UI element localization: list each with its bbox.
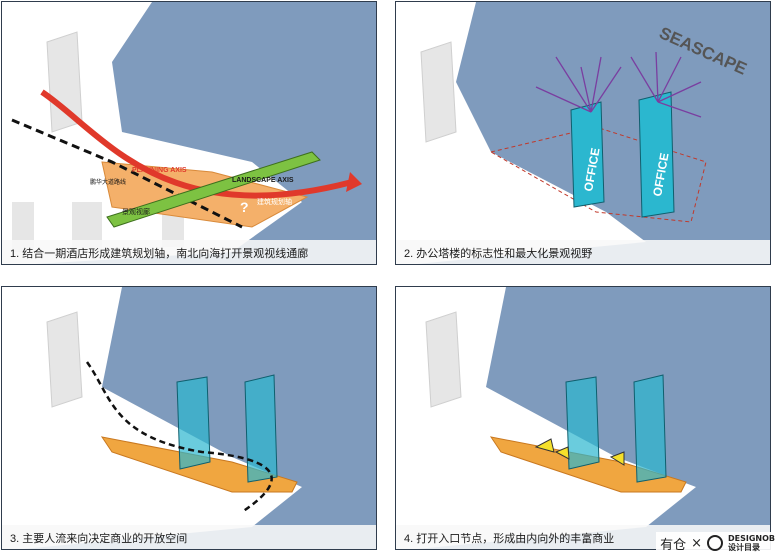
view-lines xyxy=(535,51,702,118)
existing-tower xyxy=(425,311,462,408)
street-route xyxy=(11,118,243,229)
panel-3: 3. 主要人流来向决定商业的开放空间 xyxy=(1,286,377,550)
label-question: ? xyxy=(240,199,249,215)
entry-arrows xyxy=(534,438,625,466)
watermark-text: 有仓 xyxy=(660,537,687,553)
land-mass xyxy=(2,2,302,264)
panel-3-illustration xyxy=(2,287,302,549)
label-seascape: SEASCAPE xyxy=(656,23,749,78)
label-view-corridor: 景观视廊 xyxy=(122,207,150,216)
panel-3-caption: 3. 主要人流来向决定商业的开放空间 xyxy=(2,525,376,549)
landscape-axis-arrow xyxy=(106,151,321,228)
planning-axis-arrowhead xyxy=(346,172,362,192)
panel-4: 4. 打开入口节点，形成由内向外的丰富商业 xyxy=(395,286,771,550)
tower-glass-2 xyxy=(244,374,278,483)
watermark-brand: DESIGNOB 设计目录 xyxy=(728,534,775,552)
panel-4-illustration xyxy=(396,287,696,549)
watermark-brand-line2: 设计目录 xyxy=(727,543,760,552)
panel-2-caption: 2. 办公塔楼的标志性和最大化景观视野 xyxy=(396,240,770,264)
tower-glass-1 xyxy=(565,376,600,470)
pedestrian-flow xyxy=(85,361,273,514)
office-tower-1 xyxy=(570,101,605,208)
label-street: 鹏华大道路线 xyxy=(90,178,126,186)
label-planning-axis-cn: 建筑规划轴 xyxy=(257,197,292,206)
label-landscape-axis: LANDSCAPE AXIS xyxy=(232,177,294,184)
tower-glass-2 xyxy=(633,374,667,483)
watermark: 有仓 × DESIGNOB 设计目录 xyxy=(656,532,779,554)
label-planning-axis: PLANNING AXIS xyxy=(132,167,187,174)
planning-axis-arrow xyxy=(40,89,353,199)
land-mass xyxy=(396,2,646,264)
panel-1-illustration: PLANNING AXIS LANDSCAPE AXIS 景观视廊 建筑规划轴 … xyxy=(2,2,362,264)
existing-tower xyxy=(420,41,457,143)
building-block xyxy=(12,202,34,252)
panel-1-caption: 1. 结合一期酒店形成建筑规划轴，南北向海打开景观视线通廊 xyxy=(2,240,376,264)
panel-2: OFFICE OFFICE SEASCAPE 2. 办公塔楼的标志性和最大化景观… xyxy=(395,1,771,265)
existing-tower xyxy=(46,311,83,408)
panel-1: PLANNING AXIS LANDSCAPE AXIS 景观视廊 建筑规划轴 … xyxy=(1,1,377,265)
office-tower-2 xyxy=(638,91,675,218)
watermark-brand-line1: DESIGNOB xyxy=(727,534,775,543)
tower-glass-1 xyxy=(176,376,211,470)
panel-2-illustration: OFFICE OFFICE SEASCAPE xyxy=(396,2,750,264)
watermark-separator: × xyxy=(691,535,702,551)
designob-logo-icon xyxy=(706,535,723,551)
